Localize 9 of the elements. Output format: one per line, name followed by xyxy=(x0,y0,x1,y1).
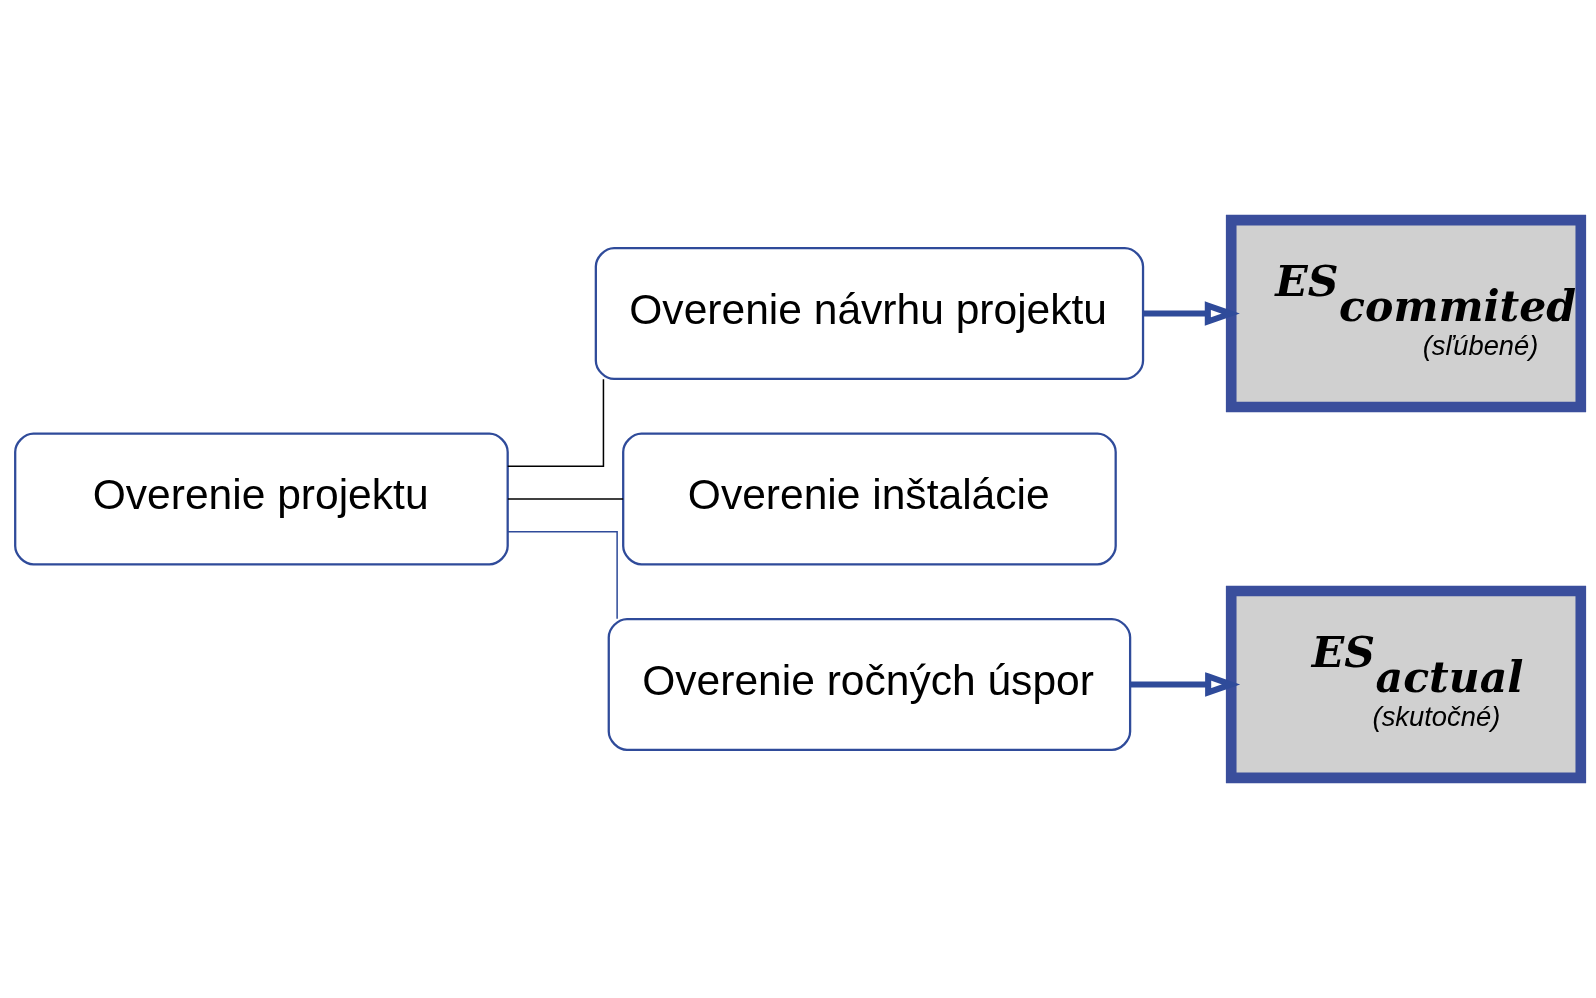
node-box: Overenie ročných úspor xyxy=(607,617,1132,751)
connector xyxy=(506,378,605,468)
connector xyxy=(507,530,618,620)
node-box: Overenie návrhu projektu xyxy=(594,247,1145,381)
node-box: Overenie projektu xyxy=(14,432,509,566)
node-box: Overenie inštalácie xyxy=(622,432,1117,566)
arrow xyxy=(1130,672,1241,697)
connector xyxy=(507,498,624,500)
arrow xyxy=(1143,301,1240,326)
